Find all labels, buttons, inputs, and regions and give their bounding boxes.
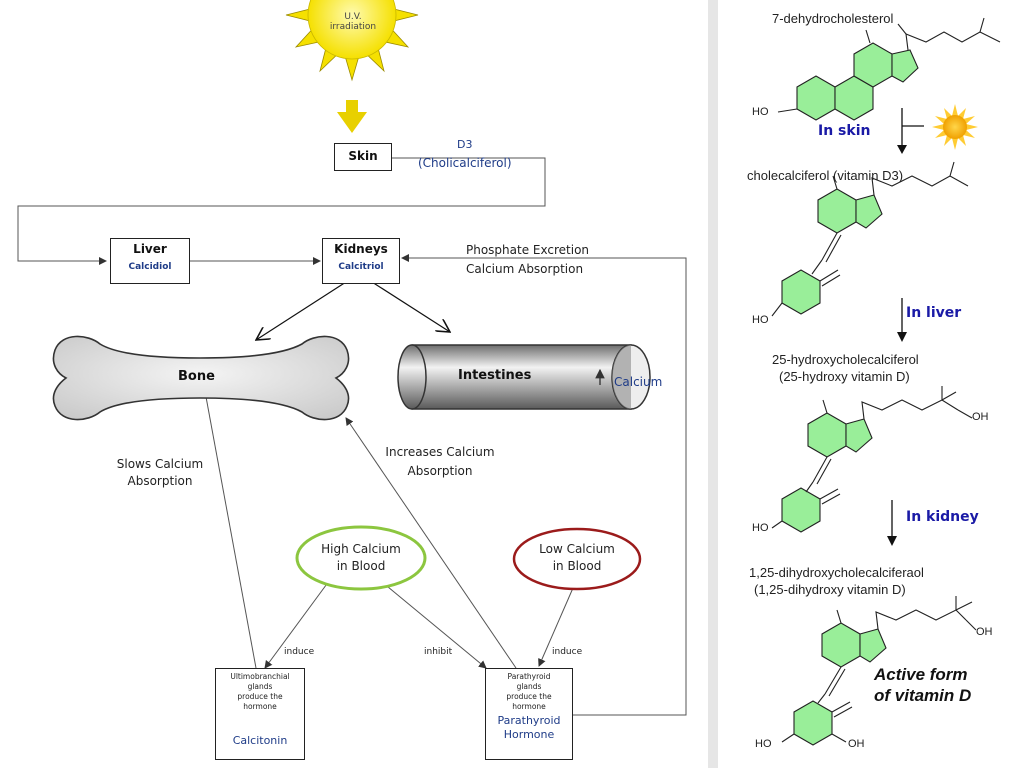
- kidneys-box: Kidneys Calcitriol: [322, 238, 400, 284]
- compound-25-hydroxy-line2: (25-hydroxy vitamin D): [779, 369, 910, 384]
- intestines-calcium-label: Calcium: [614, 375, 663, 389]
- connector-lines: [17, 157, 687, 716]
- induce-left-label: induce: [284, 647, 315, 657]
- kidneys-label: Kidneys: [334, 242, 388, 256]
- calcitriol-label: Calcitriol: [338, 262, 384, 272]
- parathyroid-hormone-label: Parathyroid Hormone: [497, 714, 561, 741]
- liver-label: Liver: [133, 242, 167, 256]
- slows-calcium-line2: Absorption: [127, 474, 193, 488]
- skin-label: Skin: [348, 149, 378, 163]
- ultimobranchial-box: Ultimobranchial glands produce the hormo…: [215, 668, 305, 760]
- ho-label-2: HO: [752, 314, 769, 326]
- calcium-absorption-label: Calcium Absorption: [466, 262, 584, 276]
- active-form-label: Active form of vitamin D: [874, 664, 971, 706]
- active-form-line2: of vitamin D: [874, 686, 972, 705]
- ho-label-4: HO: [755, 738, 772, 750]
- low-calcium-label: Low Calcium in Blood: [517, 541, 637, 575]
- structure-7-dehydrocholesterol-chains: [777, 17, 1001, 113]
- step-in-liver: In liver: [906, 305, 962, 321]
- increases-calcium-line2: Absorption: [407, 464, 473, 478]
- slows-calcium-label: Slows Calcium Absorption: [100, 456, 220, 490]
- step-in-skin: In skin: [818, 123, 871, 139]
- low-calcium-line2: in Blood: [552, 559, 602, 573]
- active-form-line1: Active form: [874, 665, 968, 684]
- oh-label-4b: OH: [848, 738, 865, 750]
- compound-1-25-dihydroxy-line1: 1,25-dihydroxycholecalciferaol: [749, 565, 924, 580]
- step-skin-arrow: [897, 108, 924, 154]
- ultimobranchial-text: Ultimobranchial glands produce the hormo…: [230, 672, 290, 711]
- d3-label: D3: [457, 138, 473, 151]
- calcidiol-label: Calcidiol: [128, 262, 172, 272]
- skin-box: Skin: [334, 143, 392, 171]
- cholicalciferol-label: (Cholicalciferol): [418, 156, 512, 170]
- increases-calcium-label: Increases Calcium Absorption: [372, 443, 508, 481]
- compound-7-dehydrocholesterol: 7-dehydrocholesterol: [772, 11, 894, 26]
- structure-25-hydroxycholecalciferol: [771, 386, 973, 533]
- liver-box: Liver Calcidiol: [110, 238, 190, 284]
- intestines-label: Intestines: [458, 368, 532, 383]
- low-calcium-line1: Low Calcium: [539, 542, 615, 556]
- structure-cholecalciferol: [771, 161, 969, 317]
- bone-label: Bone: [178, 369, 215, 384]
- phosphate-excretion-label: Phosphate Excretion: [466, 243, 590, 257]
- sun-icon: [285, 0, 419, 82]
- step-in-kidney: In kidney: [906, 509, 979, 525]
- high-calcium-line1: High Calcium: [321, 542, 401, 556]
- compound-cholecalciferol: cholecalciferol (vitamin D3): [747, 168, 904, 183]
- mini-sun-icon: [932, 104, 978, 150]
- intestines-cylinder: [397, 344, 651, 410]
- increases-calcium-line1: Increases Calcium: [385, 445, 495, 459]
- inhibit-label: inhibit: [424, 647, 453, 657]
- compound-1-25-dihydroxy-line2: (1,25-dihydroxy vitamin D): [754, 582, 906, 597]
- kidney-arrows: [256, 281, 450, 340]
- ho-label-1: HO: [752, 106, 769, 118]
- uv-irradiation-label: U.V. irradiation: [329, 12, 377, 32]
- step-kidney-arrow: [887, 500, 897, 546]
- parathyroid-box: Parathyroid glands produce the hormone P…: [485, 668, 573, 760]
- parathyroid-text: Parathyroid glands produce the hormone: [506, 672, 552, 711]
- calcitonin-label: Calcitonin: [232, 734, 288, 747]
- induce-right-label: induce: [552, 647, 583, 657]
- structure-7-dehydrocholesterol: [796, 42, 919, 121]
- slows-calcium-line1: Slows Calcium: [116, 457, 204, 471]
- low-calcium-oval: [512, 527, 642, 591]
- high-calcium-oval: [295, 525, 427, 591]
- panel-divider: [708, 0, 718, 768]
- structure-1-25-dihydroxycholecalciferol: [781, 596, 977, 746]
- high-calcium-label: High Calcium in Blood: [301, 541, 421, 575]
- oh-label-3: OH: [972, 411, 989, 423]
- ho-label-3: HO: [752, 522, 769, 534]
- step-liver-arrow: [897, 298, 907, 342]
- oh-label-4a: OH: [976, 626, 993, 638]
- compound-25-hydroxy-line1: 25-hydroxycholecalciferol: [772, 352, 919, 367]
- high-calcium-line2: in Blood: [336, 559, 386, 573]
- uv-arrow: [337, 100, 367, 133]
- bone-shape: [52, 335, 350, 421]
